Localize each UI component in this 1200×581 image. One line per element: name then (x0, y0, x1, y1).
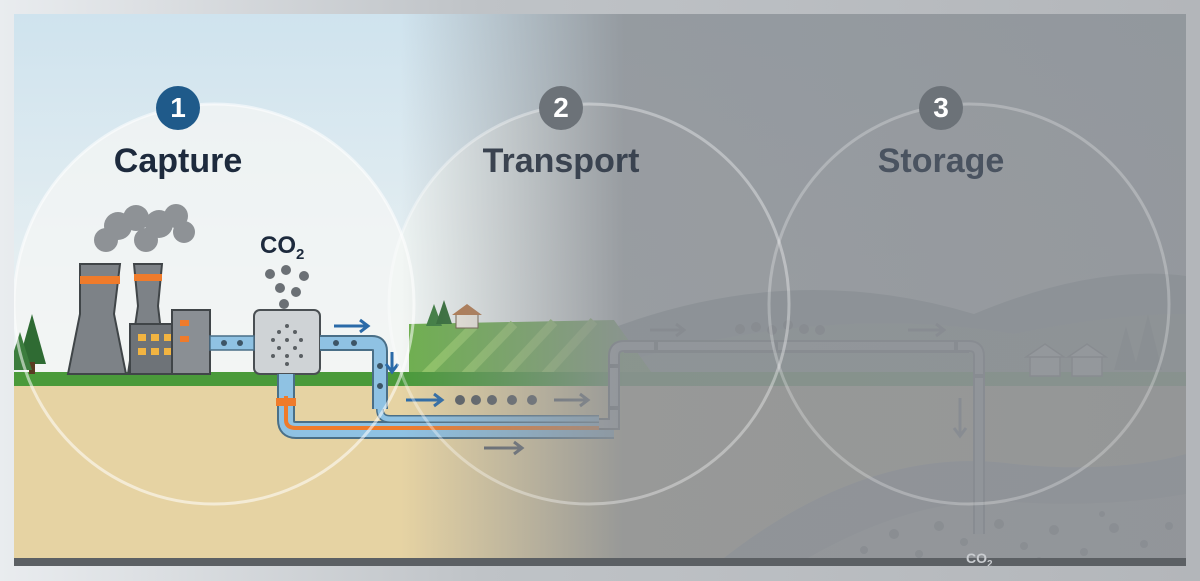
stage-capture: 1 Capture (78, 86, 278, 178)
co2-storage-label: CO2 (966, 550, 993, 566)
stage-number-badge: 1 (156, 86, 200, 130)
co2-capture-label: CO2 (260, 232, 305, 263)
stage-title: Transport (482, 142, 640, 180)
stage-transport: 2 Transport (461, 86, 661, 178)
stage-number-badge: 2 (539, 86, 583, 130)
bottom-strip (14, 558, 1186, 566)
storage-bubble-outline (767, 102, 1171, 506)
stage-title: Capture (113, 142, 243, 180)
stage-title: Storage (877, 142, 1005, 180)
ccs-scene (14, 14, 1186, 566)
capture-bubble-outline (14, 102, 416, 506)
stage-storage: 3 Storage (841, 86, 1041, 178)
stage-number-badge: 3 (919, 86, 963, 130)
transport-bubble-outline (387, 102, 791, 506)
fade-overlay (14, 14, 1186, 566)
ccs-diagram-panel: 1 Capture 2 Transport 3 Storage CO2 CO2 (14, 14, 1186, 566)
